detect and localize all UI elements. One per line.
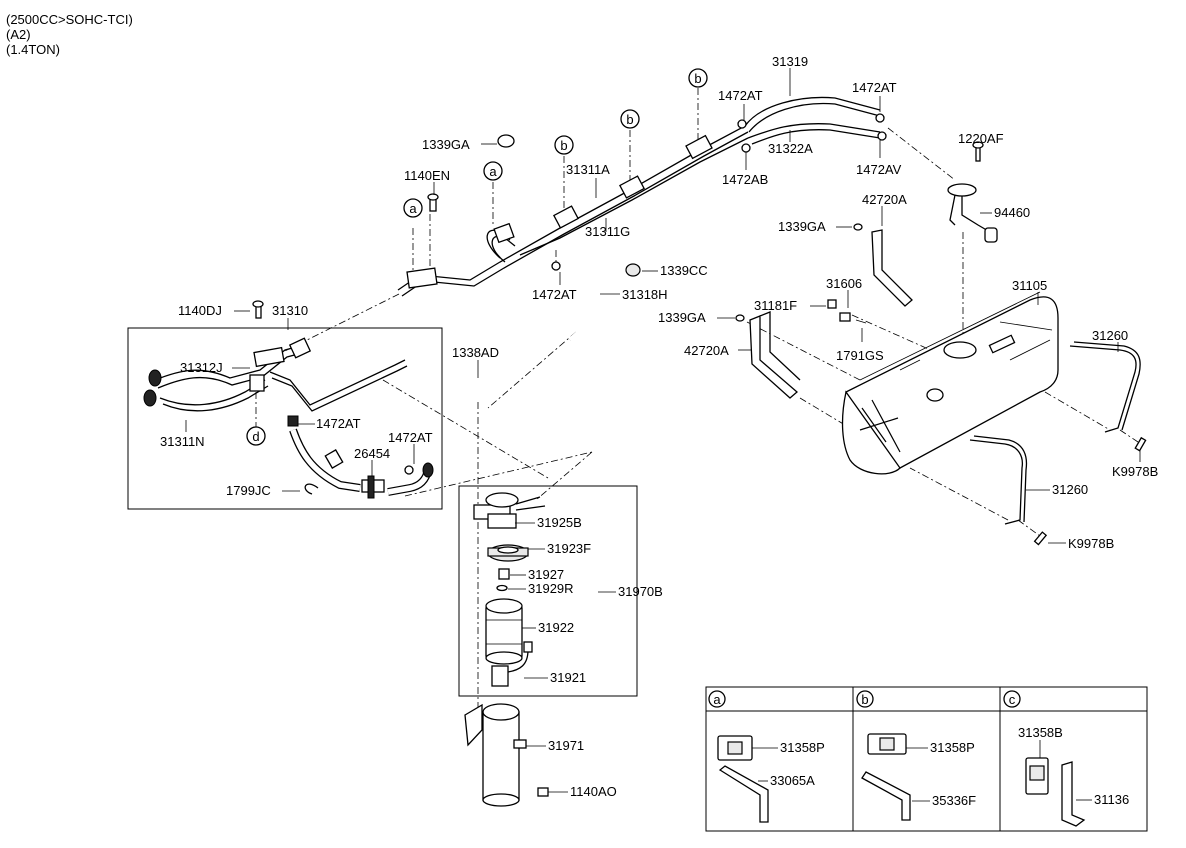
- spec-transmission: (A2): [6, 27, 31, 42]
- legend-c-letter: c: [1009, 692, 1016, 707]
- svg-text:d: d: [252, 429, 259, 444]
- vent-valve-parts: [827, 299, 867, 324]
- return-hose-inner: [559, 259, 600, 342]
- callout-b-3[interactable]: b: [554, 135, 574, 155]
- part-labels: 31319 1472AT 1472AT 1339GA 31322A 1472AV…: [160, 54, 1158, 799]
- tank-straps-31260: [969, 341, 1147, 546]
- label-26454[interactable]: 26454: [354, 446, 390, 461]
- label-31260-2[interactable]: 31260: [1052, 482, 1088, 497]
- fuel-hose-26454: [287, 415, 434, 499]
- svg-text:b: b: [694, 71, 701, 86]
- fuel-sender-94460: [947, 183, 998, 243]
- label-1339GA-1[interactable]: 1339GA: [422, 137, 470, 152]
- bracket-33065A: [718, 765, 769, 823]
- label-1338AD[interactable]: 1338AD: [452, 345, 499, 360]
- spec-payload: (1.4TON): [6, 42, 60, 57]
- label-1472AT-5[interactable]: 1472AT: [388, 430, 433, 445]
- label-94460[interactable]: 94460: [994, 205, 1030, 220]
- label-31925B[interactable]: 31925B: [537, 515, 582, 530]
- callout-b-1[interactable]: b: [688, 68, 708, 88]
- spec-header: (2500CC>SOHC-TCI) (A2) (1.4TON): [6, 12, 133, 57]
- svg-text:a: a: [489, 164, 497, 179]
- legend-b-part1[interactable]: 31358P: [930, 740, 975, 755]
- label-1339GA-3[interactable]: 1339GA: [658, 310, 706, 325]
- legend-b-letter: b: [861, 692, 868, 707]
- label-1472AT-2[interactable]: 1472AT: [852, 80, 897, 95]
- label-31311A[interactable]: 31311A: [566, 162, 610, 177]
- label-31105[interactable]: 31105: [1012, 278, 1047, 293]
- fuel-tank-31105: [841, 291, 1059, 475]
- fuel-line-31310: [143, 337, 408, 412]
- legend-border: [705, 686, 1148, 832]
- label-1220AF[interactable]: 1220AF: [958, 131, 1004, 146]
- label-31260-1[interactable]: 31260: [1092, 328, 1128, 343]
- svg-text:a: a: [409, 201, 417, 216]
- label-1472AB[interactable]: 1472AB: [722, 172, 768, 187]
- legend-column-a: a 31358P 33065A: [708, 690, 825, 823]
- legend-a-part2[interactable]: 33065A: [770, 773, 815, 788]
- label-K9978B-2[interactable]: K9978B: [1068, 536, 1114, 551]
- label-31923F[interactable]: 31923F: [547, 541, 591, 556]
- label-31311G[interactable]: 31311G: [585, 224, 630, 239]
- legend-a-letter: a: [713, 692, 721, 707]
- legend-column-b: b 31358P 35336F: [856, 690, 976, 821]
- upper-fasteners: [252, 134, 984, 322]
- svg-text:b: b: [560, 138, 567, 153]
- label-31312J[interactable]: 31312J: [180, 360, 223, 375]
- label-31318H[interactable]: 31318H: [622, 287, 668, 302]
- label-1472AT-3[interactable]: 1472AT: [532, 287, 577, 302]
- label-1791GS[interactable]: 1791GS: [836, 348, 884, 363]
- label-31181F[interactable]: 31181F: [754, 298, 797, 313]
- label-1140EN[interactable]: 1140EN: [404, 168, 450, 183]
- legend-b-part2[interactable]: 35336F: [932, 793, 976, 808]
- callout-d-1[interactable]: d: [246, 426, 266, 446]
- label-1140DJ[interactable]: 1140DJ: [178, 303, 222, 318]
- fuel-filter-assembly: [473, 492, 546, 687]
- callout-bubbles: b b b a a d: [246, 68, 708, 446]
- bracket-35336F: [861, 771, 911, 821]
- label-31971[interactable]: 31971: [548, 738, 584, 753]
- label-31922[interactable]: 31922: [538, 620, 574, 635]
- leader-lines: [185, 68, 1141, 793]
- legend-c-part1[interactable]: 31358B: [1018, 725, 1063, 740]
- svg-text:b: b: [626, 112, 633, 127]
- label-1339GA-2[interactable]: 1339GA: [778, 219, 826, 234]
- label-31929R[interactable]: 31929R: [528, 581, 574, 596]
- legend-c-part2[interactable]: 31136: [1094, 792, 1129, 807]
- legend-column-c: c 31358B 31136: [1003, 690, 1129, 827]
- legend-a-part1[interactable]: 31358P: [780, 740, 825, 755]
- label-K9978B-1[interactable]: K9978B: [1112, 464, 1158, 479]
- label-31970B[interactable]: 31970B: [618, 584, 663, 599]
- tank-brackets-42720A: [749, 229, 913, 399]
- label-31311N[interactable]: 31311N: [160, 434, 205, 449]
- label-31319[interactable]: 31319: [772, 54, 808, 69]
- callout-a-1[interactable]: a: [483, 161, 503, 181]
- label-1140AO[interactable]: 1140AO: [570, 784, 617, 799]
- label-31310[interactable]: 31310: [272, 303, 308, 318]
- bracket-31136: [1061, 761, 1086, 827]
- label-1472AT-4[interactable]: 1472AT: [316, 416, 361, 431]
- label-1799JC[interactable]: 1799JC: [226, 483, 271, 498]
- label-31921[interactable]: 31921: [550, 670, 586, 685]
- assembly-guide-lines: [255, 88, 1139, 720]
- callout-a-2[interactable]: a: [403, 198, 423, 218]
- tube-clips: [406, 113, 887, 289]
- label-31927[interactable]: 31927: [528, 567, 564, 582]
- label-42720A-2[interactable]: 42720A: [684, 343, 729, 358]
- spec-engine: (2500CC>SOHC-TCI): [6, 12, 133, 27]
- label-1472AV[interactable]: 1472AV: [856, 162, 902, 177]
- callout-b-2[interactable]: b: [620, 109, 640, 129]
- label-42720A-1[interactable]: 42720A: [862, 192, 907, 207]
- label-31322A[interactable]: 31322A: [768, 141, 813, 156]
- label-31606[interactable]: 31606: [826, 276, 862, 291]
- label-1472AT-1[interactable]: 1472AT: [718, 88, 763, 103]
- fuel-filter-detail-frame: [458, 485, 638, 697]
- clip-legend-table: a 31358P 33065A b 31358P 35336F c: [705, 686, 1148, 832]
- fuel-line-detail-frame: [127, 327, 443, 510]
- filter-bracket-31971: [464, 703, 549, 807]
- label-1339CC[interactable]: 1339CC: [660, 263, 708, 278]
